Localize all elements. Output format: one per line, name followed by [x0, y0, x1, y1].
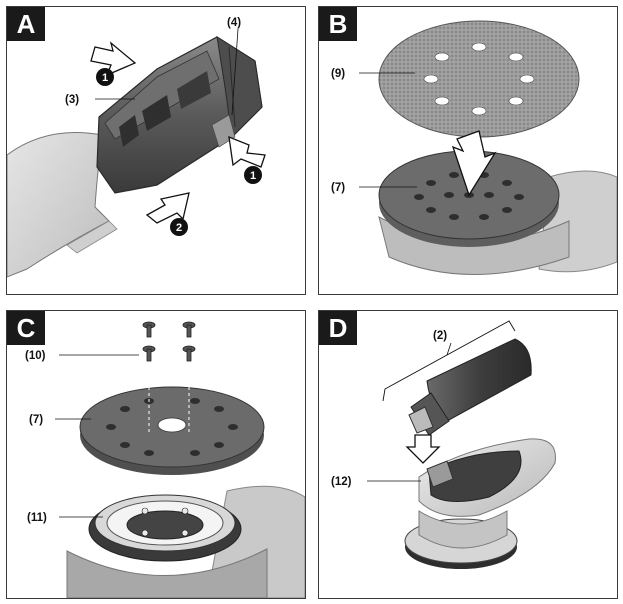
panel-letter-c: C	[7, 311, 45, 345]
pad-holder	[66, 485, 305, 598]
dust-box-illustration: (2) (12)	[331, 320, 556, 569]
label-screws: (10)	[25, 350, 46, 362]
battery-insertion-illustration: (3) (4) 1 1 2	[7, 17, 266, 278]
screw	[142, 321, 156, 338]
down-arrow-icon	[405, 434, 441, 464]
label-sanding-sheet: (9)	[331, 68, 345, 80]
battery-pack	[96, 35, 263, 194]
screw	[182, 321, 196, 338]
sanding-pad	[79, 386, 265, 475]
panel-letter-b: B	[319, 7, 357, 41]
sanding-sheet	[378, 20, 580, 138]
panel-a: A	[6, 6, 306, 295]
sanding-sheet-illustration: (9) (7)	[331, 20, 617, 275]
step-press-right: 1	[250, 170, 256, 182]
sander-housing	[7, 132, 118, 278]
push-arrow-icon	[228, 135, 266, 168]
step-number-icon: 2	[170, 218, 188, 236]
label-sanding-pad: (7)	[29, 414, 43, 426]
dust-box	[408, 338, 532, 436]
step-number-icon: 1	[96, 68, 114, 86]
panel-b: B	[318, 6, 618, 295]
step-number-icon: 1	[244, 166, 262, 184]
label-battery: (3)	[65, 94, 79, 106]
panel-letter-a: A	[7, 7, 45, 41]
label-dust-outlet: (12)	[331, 476, 352, 488]
push-arrow-icon	[145, 192, 190, 224]
label-pad-holder: (11)	[27, 512, 47, 524]
label-sanding-pad: (7)	[331, 182, 345, 194]
panel-letter-d: D	[319, 311, 357, 345]
down-arrow-icon	[451, 130, 497, 197]
dust-outlet	[426, 460, 454, 488]
screw	[142, 345, 156, 362]
label-dust-box: (2)	[433, 330, 447, 342]
step-press-top: 1	[102, 72, 108, 84]
panel-d: D (2)	[318, 310, 618, 599]
step-insert: 2	[176, 222, 182, 234]
sander-body	[404, 438, 556, 569]
screws	[142, 321, 196, 362]
screw	[182, 345, 196, 362]
panel-c: C	[6, 310, 306, 599]
label-release-button: (4)	[227, 17, 241, 29]
push-arrow-icon	[90, 41, 137, 77]
pad-replacement-illustration: (10) (7) (11)	[25, 321, 305, 598]
